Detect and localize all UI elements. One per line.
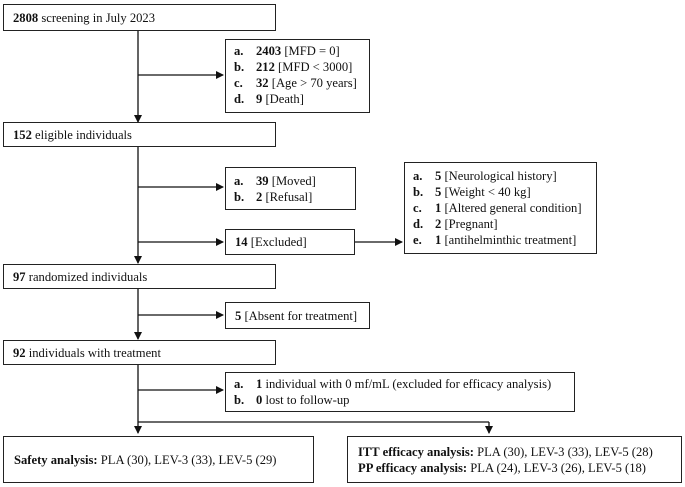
eligible-exclusions-box: a.39 [Moved] b.2 [Refusal] [225, 167, 356, 210]
list-item: a.39 [Moved] [234, 174, 316, 188]
screening-count: 2808 [13, 10, 39, 25]
screening-text: screening in July 2023 [41, 10, 156, 25]
list-item: b.212 [MFD < 3000] [234, 60, 353, 74]
safety-analysis-box: Safety analysis: PLA (30), LEV-3 (33), L… [3, 436, 314, 483]
absent-box: 5 [Absent for treatment] [225, 302, 370, 329]
treated-box: 92 individuals with treatment [3, 340, 276, 365]
itt-label: ITT efficacy analysis: [358, 444, 474, 459]
list-item: a.2403 [MFD = 0] [234, 44, 340, 58]
list-item: b.0 lost to follow-up [234, 393, 350, 407]
safety-text: PLA (30), LEV-3 (33), LEV-5 (29) [100, 452, 277, 467]
pp-text: PLA (24), LEV-3 (26), LEV-5 (18) [470, 460, 646, 475]
eligible-count: 152 [13, 127, 32, 142]
list-item: e.1 [antihelminthic treatment] [413, 233, 577, 247]
list-item: c.1 [Altered general condition] [413, 201, 582, 215]
list-item: d.9 [Death] [234, 92, 304, 106]
list-item: c.32 [Age > 70 years] [234, 76, 357, 90]
excluded-count: 14 [235, 235, 248, 249]
randomized-box: 97 randomized individuals [3, 264, 276, 289]
treated-text: individuals with treatment [28, 345, 161, 360]
treated-exclusions-box: a.1 individual with 0 mf/mL (excluded fo… [225, 372, 575, 412]
randomized-text: randomized individuals [28, 269, 148, 284]
safety-label: Safety analysis: [14, 452, 98, 467]
screen-exclusions-box: a.2403 [MFD = 0] b.212 [MFD < 3000] c.32… [225, 39, 370, 113]
excluded-text: [Excluded] [250, 235, 307, 249]
pp-label: PP efficacy analysis: [358, 460, 468, 475]
absent-count: 5 [235, 308, 242, 323]
screening-box: 2808 screening in July 2023 [3, 4, 276, 31]
list-item: b.2 [Refusal] [234, 190, 313, 204]
randomized-count: 97 [13, 269, 26, 284]
list-item: a.5 [Neurological history] [413, 169, 557, 183]
excluded-box: 14 [Excluded] [225, 229, 355, 255]
absent-text: [Absent for treatment] [244, 308, 358, 323]
itt-text: PLA (30), LEV-3 (33), LEV-5 (28) [477, 444, 653, 459]
efficacy-analysis-box: ITT efficacy analysis: PLA (30), LEV-3 (… [347, 436, 682, 483]
treated-count: 92 [13, 345, 26, 360]
excluded-reasons-box: a.5 [Neurological history] b.5 [Weight <… [404, 162, 597, 254]
eligible-text: eligible individuals [35, 127, 132, 142]
list-item: d.2 [Pregnant] [413, 217, 498, 231]
list-item: b.5 [Weight < 40 kg] [413, 185, 531, 199]
list-item: a.1 individual with 0 mf/mL (excluded fo… [234, 377, 552, 391]
eligible-box: 152 eligible individuals [3, 122, 276, 147]
